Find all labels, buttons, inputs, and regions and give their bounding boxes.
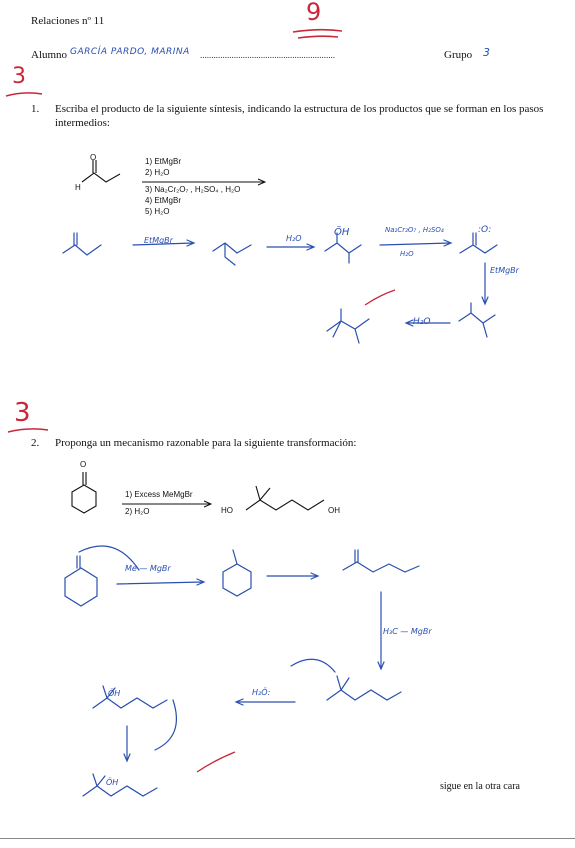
q1-hw-step5: H₂O bbox=[413, 317, 431, 327]
q2-hw-grignard1: Me — MgBr bbox=[125, 564, 171, 573]
score-mark: 9 bbox=[306, 0, 322, 26]
q1-hw-o: :O: bbox=[478, 225, 492, 235]
q1-condition-1: 1) EtMgBr bbox=[145, 157, 182, 166]
score-underline bbox=[292, 28, 343, 39]
grupo-value: 3 bbox=[483, 46, 490, 59]
q2-prompt: Proponga un mecanismo razonable para la … bbox=[55, 437, 357, 449]
q2-product-ho: HO bbox=[221, 506, 233, 515]
alumno-label: Alumno bbox=[31, 49, 68, 61]
continue-note: sigue en la otra cara bbox=[440, 781, 520, 792]
student-name: GARCÍA PARDO, MARINA bbox=[70, 47, 190, 57]
q2-condition-2: 2) H₂O bbox=[125, 507, 150, 516]
q1-prompt: Escriba el producto de la siguiente sínt… bbox=[55, 103, 544, 129]
q1-hw-step3-top: Na₂Cr₂O₇ , H₂SO₄ bbox=[385, 226, 444, 234]
q2-points: 3 bbox=[14, 398, 31, 428]
q2-reaction-arrow bbox=[122, 500, 213, 508]
q1-hw-step1: EtMgBr bbox=[144, 236, 173, 245]
q2-lactone-structure bbox=[71, 472, 97, 514]
q2-hw-oh-intermediate: ÖH bbox=[108, 689, 121, 698]
q1-hw-oh: ÖH bbox=[334, 227, 350, 238]
q2-number: 2. bbox=[31, 437, 40, 449]
grupo-label: Grupo bbox=[444, 49, 473, 61]
q1-condition-2: 2) H₂O bbox=[145, 168, 170, 177]
q1-hw-step2: H₂O bbox=[286, 234, 302, 243]
q2-condition-1: 1) Excess MeMgBr bbox=[125, 490, 193, 499]
q2-points-underline bbox=[7, 428, 49, 433]
q1-number: 1. bbox=[31, 103, 40, 115]
q1-hw-step3-bottom: H₂O bbox=[400, 250, 414, 258]
q1-reactant-h: H bbox=[75, 183, 81, 192]
q1-reactant-o: O bbox=[90, 153, 97, 162]
q2-hw-grignard2: H₃C — MgBr bbox=[383, 627, 432, 636]
q1-reaction-arrow bbox=[142, 178, 267, 186]
name-dots: ........................................… bbox=[200, 50, 335, 60]
q1-hw-step4: EtMgBr bbox=[490, 266, 519, 275]
q1-points: 3 bbox=[12, 64, 26, 89]
worksheet-title: Relaciones nº 11 bbox=[31, 15, 105, 27]
q2-product-oh: OH bbox=[328, 506, 340, 515]
q2-product-structure bbox=[245, 485, 325, 511]
q2-hw-water: H₂Ö: bbox=[252, 688, 271, 697]
q1-condition-5: 5) H₂O bbox=[145, 207, 170, 216]
q1-condition-4: 4) EtMgBr bbox=[145, 196, 182, 205]
q1-reactant-structure bbox=[81, 160, 121, 183]
q1-handwritten-synthesis bbox=[62, 232, 498, 344]
q2-handwritten-mechanism bbox=[64, 545, 420, 797]
q2-hw-oh-final: ÖH bbox=[106, 778, 119, 787]
page-bottom-border bbox=[0, 838, 575, 839]
q1-points-underline bbox=[5, 92, 43, 97]
q2-ring-o: O bbox=[80, 460, 87, 469]
q1-condition-3: 3) Na₂Cr₂O₇ , H₂SO₄ , H₂O bbox=[145, 185, 241, 194]
